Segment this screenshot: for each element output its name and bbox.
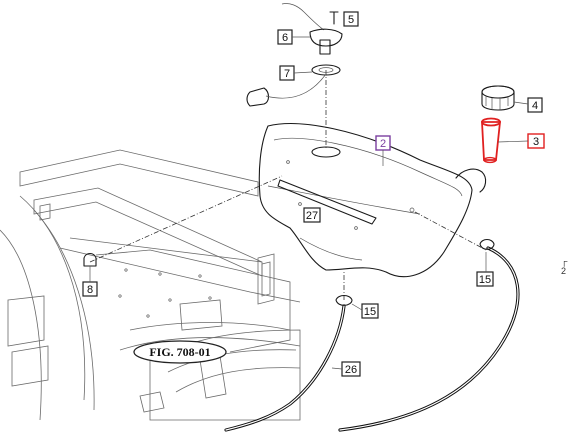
callout-6-label: 6 [282, 32, 288, 44]
callout-27-label: 27 [306, 210, 318, 222]
callout-3-label: 3 [533, 136, 539, 148]
callout-8: 8 [82, 266, 98, 297]
edge-mark-1: ┌ [561, 256, 568, 267]
callout-8-label: 8 [87, 284, 93, 296]
fuel-hoses [83, 238, 520, 432]
callout-3: 3 [497, 133, 545, 149]
callout-4: 4 [513, 97, 543, 113]
callout-7-label: 7 [284, 68, 290, 80]
callout-15-right: 15 [476, 252, 494, 287]
callout-5-label: 5 [348, 14, 354, 26]
callout-7: 7 [279, 65, 313, 81]
filler-neck [481, 117, 501, 164]
callout-15-lower: 15 [351, 303, 379, 319]
figure-label-text: FIG. 708-01 [149, 345, 210, 359]
callout-27: 27 [303, 207, 321, 223]
callout-26-label: 26 [345, 364, 357, 376]
fuel-cap [481, 85, 515, 111]
callout-6: 6 [277, 29, 310, 45]
edge-marks: ┌ 2 [561, 256, 568, 276]
callout-15-lower-label: 15 [364, 306, 376, 318]
fuel-sender-assembly [246, 3, 343, 107]
callout-26: 26 [331, 361, 361, 377]
callout-2: 2 [375, 135, 391, 166]
callout-15-right-label: 15 [479, 274, 491, 286]
fuel-tank [258, 123, 487, 278]
callout-4-label: 4 [532, 100, 538, 112]
edge-mark-2: 2 [561, 266, 566, 276]
figure-label: FIG. 708-01 [133, 340, 227, 364]
vehicle-frame [0, 149, 301, 421]
callout-5: 5 [343, 11, 359, 27]
leader-lines [89, 70, 487, 300]
callout-2-label: 2 [380, 138, 386, 150]
